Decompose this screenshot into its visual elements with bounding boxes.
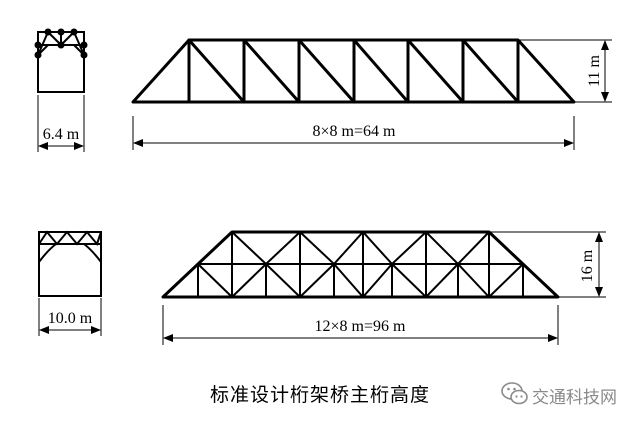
bottom-section-bracing — [38, 230, 102, 247]
figure-caption: 标准设计桁架桥主桁高度 — [209, 384, 430, 406]
bottom-truss-web — [197, 230, 524, 299]
bottom-cross-section — [38, 230, 102, 297]
top-truss-elevation — [131, 38, 576, 104]
bottom-height-label: 16 m — [579, 249, 596, 282]
bottom-length-label: 12×8 m=96 m — [315, 318, 406, 335]
top-cross-section — [34, 28, 88, 93]
bottom-width-dimension — [38, 298, 102, 336]
top-section-joints — [34, 28, 88, 59]
top-width-dimension — [37, 95, 85, 152]
top-height-label: 11 m — [586, 55, 603, 87]
bottom-length-dimension — [162, 305, 559, 345]
watermark-text: 交通科技网 — [532, 388, 617, 408]
watermark: 交通科技网 — [500, 380, 630, 408]
top-width-label: 6.4 m — [43, 126, 80, 143]
wechat-icon — [501, 382, 528, 405]
bottom-height-dimension — [489, 231, 606, 298]
top-truss-web — [187, 38, 520, 104]
top-length-label: 8×8 m=64 m — [313, 123, 396, 140]
bottom-section-frame — [38, 231, 102, 297]
top-height-dimension — [518, 39, 612, 103]
top-length-dimension — [132, 116, 575, 150]
bottom-width-label: 10.0 m — [48, 310, 93, 327]
